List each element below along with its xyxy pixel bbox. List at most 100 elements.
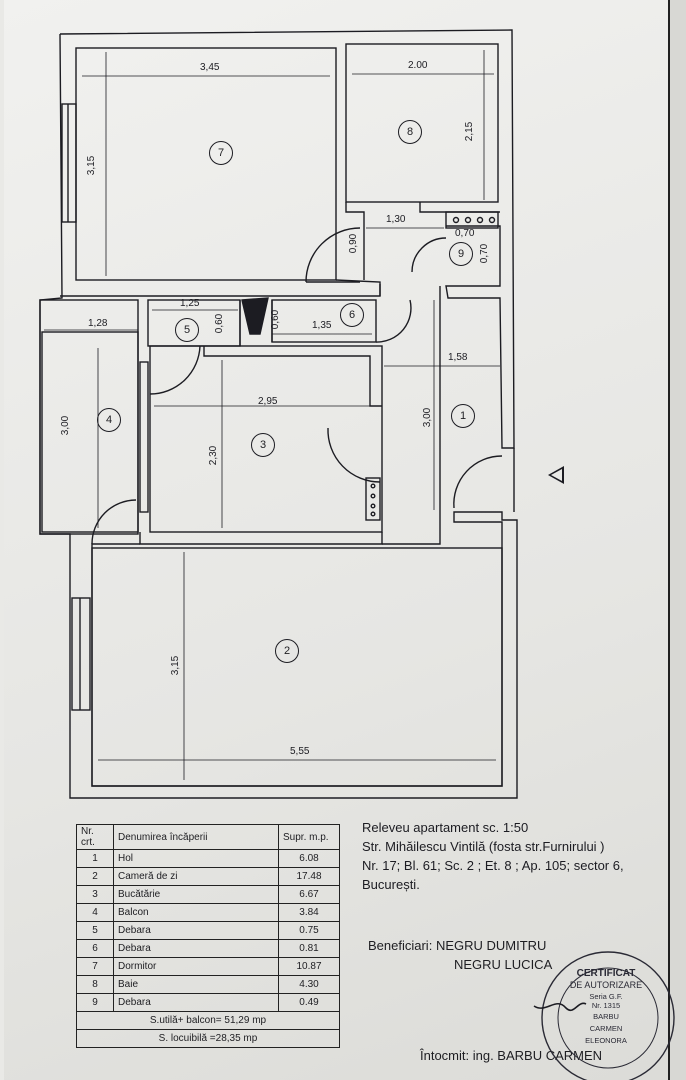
table-total-row: S.utilă+ balcon= 51,29 mp <box>76 1011 340 1030</box>
dimension-label: 0,70 <box>455 228 475 239</box>
dimension-label: 2,95 <box>258 396 278 407</box>
dimension-label: 0,60 <box>214 313 226 334</box>
stamp-line: CARMEN <box>589 1024 623 1033</box>
duct <box>241 297 269 335</box>
stamp-line: CERTIFICAT <box>576 968 636 979</box>
door-arc-7 <box>305 227 361 283</box>
total-util: S.utilă+ balcon= 51,29 mp <box>76 1011 340 1030</box>
cell-area: 17.48 <box>278 867 340 886</box>
cell-name: Dormitor <box>113 957 279 976</box>
room-2-wall <box>91 547 503 787</box>
table-header: Nr. crt. <box>76 824 114 850</box>
next-page-edge <box>668 0 686 1080</box>
dimension-label: 3,00 <box>422 407 434 428</box>
dimension-label: 2.00 <box>408 60 428 71</box>
room-7-label: 7 <box>209 141 233 165</box>
cell-nr: 3 <box>76 885 114 904</box>
authorization-stamp <box>533 951 675 1080</box>
room-8-lower <box>419 202 500 213</box>
cell-name: Debara <box>113 939 279 958</box>
room-5-label: 5 <box>175 318 199 342</box>
cell-name: Debara <box>113 921 279 940</box>
dimension-label: 0,90 <box>348 233 360 254</box>
door-arc-6 <box>375 299 412 343</box>
stamp-line: Nr. 1315 <box>591 1001 621 1010</box>
notes-line: Str. Mihăilescu Vintilă (fosta str.Furni… <box>362 839 605 854</box>
room-9-label: 9 <box>449 242 473 266</box>
outer-wall <box>59 29 515 449</box>
cell-area: 0.49 <box>278 993 340 1012</box>
room-4-inner <box>41 331 139 533</box>
total-locuibila: S. locuibilă =28,35 mp <box>76 1029 340 1048</box>
table-header: Supr. m.p. <box>278 824 340 850</box>
door-arc-3 <box>327 427 381 483</box>
table-header-row: Nr. crt. Denumirea încăperii Supr. m.p. <box>76 824 340 850</box>
floor-plan <box>39 29 518 799</box>
beneficiary-name: NEGRU LUCICA <box>454 957 553 972</box>
room-area-table: Nr. crt. Denumirea încăperii Supr. m.p. … <box>76 824 340 1048</box>
room-8-label: 8 <box>398 120 422 144</box>
room-4-wall <box>39 299 139 535</box>
cell-area: 0.75 <box>278 921 340 940</box>
dimension-label: 3,45 <box>200 62 220 73</box>
cell-area: 6.08 <box>278 849 340 868</box>
cell-nr: 9 <box>76 993 114 1012</box>
dimension-label: 1,25 <box>180 298 200 309</box>
room-8-wall <box>345 43 499 203</box>
room-2-label: 2 <box>275 639 299 663</box>
dimension-label: 3,15 <box>86 155 98 176</box>
survey-notes: Releveu apartament sc. 1:50 Str. Mihăile… <box>362 818 624 894</box>
room-6-label: 6 <box>340 303 364 327</box>
beneficiary-name: NEGRU DUMITRU <box>435 938 547 953</box>
room-2-window <box>71 597 91 711</box>
room-7-window <box>61 103 77 223</box>
room-8-bottom <box>345 202 365 280</box>
cell-area: 3.84 <box>278 903 340 922</box>
beneficiaries-label: Beneficiari: <box>368 938 433 953</box>
kitchen-stove <box>365 477 381 521</box>
room-1-label: 1 <box>451 404 475 428</box>
cell-area: 0.81 <box>278 939 340 958</box>
stamp-line: ELEONORA <box>585 1036 627 1045</box>
door-arc-2 <box>91 499 137 545</box>
door-arc-9 <box>411 237 447 273</box>
room-7-wall <box>75 47 337 281</box>
dimension-label: 5,55 <box>290 746 310 757</box>
door-arc-5 <box>149 345 201 395</box>
cell-area: 6.67 <box>278 885 340 904</box>
room-4-label: 4 <box>97 408 121 432</box>
cell-nr: 2 <box>76 867 114 886</box>
cell-nr: 4 <box>76 903 114 922</box>
cell-nr: 6 <box>76 939 114 958</box>
stamp-line: DE AUTORIZARE <box>569 980 643 990</box>
stamp-line: BARBU <box>593 1012 619 1021</box>
cell-name: Cameră de zi <box>113 867 279 886</box>
dimension-label: 0,60 <box>270 309 282 330</box>
cell-nr: 1 <box>76 849 114 868</box>
stamp-line: Seria G.F. <box>589 992 623 1001</box>
cell-name: Bucătărie <box>113 885 279 904</box>
entrance-arrow-icon <box>548 466 564 484</box>
notes-line: Releveu apartament sc. 1:50 <box>362 820 529 835</box>
dimension-label: 3,00 <box>60 415 72 436</box>
dimension-label: 3,15 <box>170 655 182 676</box>
room-9-wall <box>445 211 499 229</box>
room-3-wall <box>149 345 383 533</box>
door-arc-entry <box>453 455 503 509</box>
signature <box>533 1002 587 1011</box>
dimension-label: 2,15 <box>464 121 476 142</box>
dimension-label: 1,30 <box>386 214 406 225</box>
cell-name: Balcon <box>113 903 279 922</box>
cell-name: Debara <box>113 993 279 1012</box>
notes-line: București. <box>362 877 420 892</box>
cell-nr: 8 <box>76 975 114 994</box>
cell-nr: 5 <box>76 921 114 940</box>
cell-area: 4.30 <box>278 975 340 994</box>
